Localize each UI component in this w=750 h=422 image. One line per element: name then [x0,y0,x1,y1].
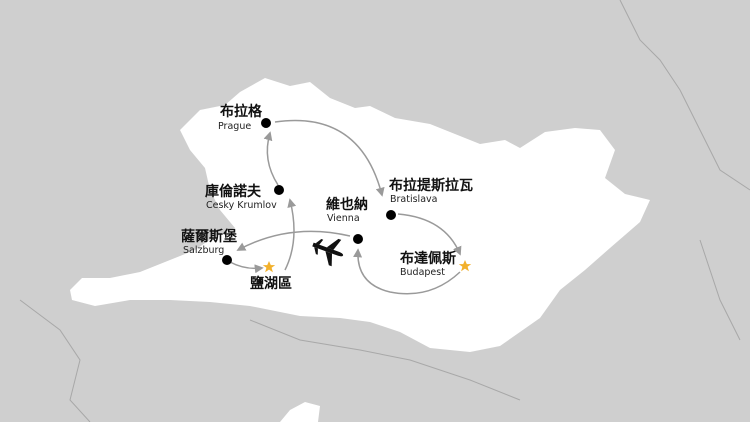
label-budapest-en: Budapest [400,267,445,278]
star-icon [458,260,472,272]
label-prague-en: Prague [218,121,251,132]
neighbor-border [249,319,521,401]
route-prague-bratislava [274,119,385,197]
label-vienna-zh: 維也納 [326,196,368,213]
neighbor-border [19,299,91,422]
neighbor-border [619,0,750,191]
region-shape [280,402,320,422]
label-vienna-en: Vienna [327,213,360,224]
label-prague-zh: 布拉格 [220,103,263,120]
city-dot-vienna[interactable] [353,234,363,244]
label-cesky-zh: 庫倫諾夫 [205,183,262,200]
region-shape [70,78,650,352]
city-dot-cesky[interactable] [274,185,284,195]
route-cesky-prague [263,131,279,186]
star-icon [262,261,276,273]
route-bratislava-budapest [397,213,462,256]
route-saltlake-cesky [284,198,297,271]
label-cesky-en: Cesky Krumlov [206,200,277,211]
label-salzburg-zh: 薩爾斯堡 [181,228,237,245]
route-salzburg-saltlake [229,261,264,274]
label-salzburg-en: Salzburg [183,245,224,256]
city-dot-salzburg[interactable] [222,255,232,265]
label-budapest-zh: 布達佩斯 [400,250,456,267]
route-budapest-vienna [353,248,461,295]
label-saltlake-zh: 鹽湖區 [250,275,292,292]
airplane-icon [312,238,344,267]
neighbor-border [699,239,741,341]
label-bratislava-en: Bratislava [390,194,437,205]
route-vienna-salzburg [236,230,351,251]
city-dot-prague[interactable] [261,118,271,128]
label-bratislava-zh: 布拉提斯拉瓦 [389,177,473,194]
city-dot-bratislava[interactable] [386,210,396,220]
